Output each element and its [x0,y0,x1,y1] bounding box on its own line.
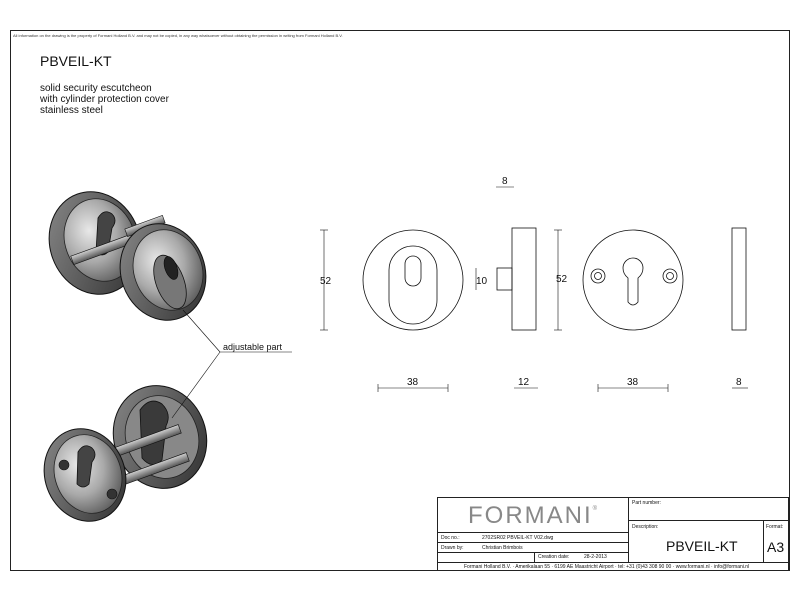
adjustable-part-label: adjustable part [223,342,283,352]
format-value: A3 [767,539,785,555]
back-side-view [731,227,747,331]
dim-side-protrusion: 10 [476,276,488,287]
dim-front-height: 52 [320,276,332,287]
part-number-label: Part number: [632,500,661,506]
dim-back-side-width: 8 [736,377,742,388]
doc-no-value: 2702SR02 PBVEIL-KT V02.dwg [482,535,554,541]
dimension-lines [320,186,748,392]
description-value: PBVEIL-KT [666,538,738,554]
creation-date-value: 28-2-2013 [584,554,607,560]
drawn-by-label: Drawn by: [441,545,464,551]
annotation-leaders [171,309,292,419]
description-line: solid security escutcheon [40,83,152,94]
company-footer: Formani Holland B.V. · Amerikalaan 55 · … [464,564,750,570]
drawn-by-value: Christian Brimbois [482,545,523,551]
back-view [582,229,684,331]
dim-side-width: 12 [518,377,530,388]
brand-logo: FORMANI® [468,502,600,529]
description-label: Description: [632,524,659,530]
dim-back-width: 38 [627,377,639,388]
title-block: FORMANI® Part number: Description: Forma… [437,497,789,571]
iso-view-assembled [48,191,207,321]
creation-date-label: Creation date: [538,554,570,560]
drawing-title: PBVEIL-KT [40,53,112,69]
front-view [362,229,464,331]
drawing-frame [10,30,790,571]
iso-view-exploded [43,385,208,522]
dim-top-width: 8 [502,176,508,187]
product-description: solid security escutcheon with cylinder … [40,83,169,116]
format-label: Format: [766,524,784,530]
dim-front-width: 38 [407,377,419,388]
dim-back-height: 52 [556,274,568,285]
description-line: with cylinder protection cover [40,94,169,105]
disclaimer-text: All information on the drawing is the pr… [13,33,343,38]
side-view [496,227,537,331]
doc-no-label: Doc no.: [441,535,460,541]
description-line: stainless steel [40,105,103,116]
